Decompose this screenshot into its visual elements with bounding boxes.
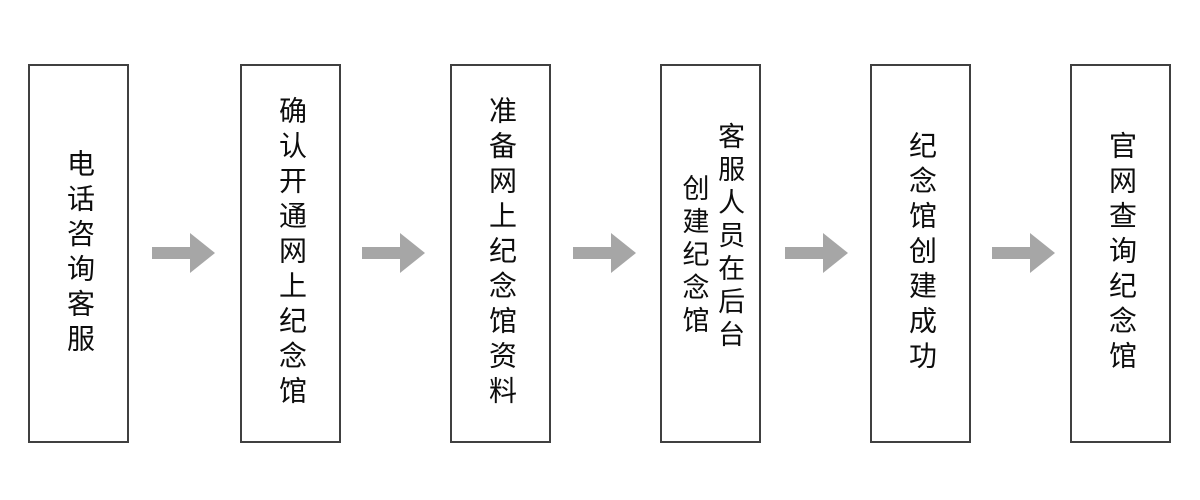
flow-node-confirm-open-online-memorial[interactable]: 确认开通网上纪念馆 bbox=[240, 64, 341, 443]
arrow-icon bbox=[573, 233, 636, 273]
arrow-icon bbox=[785, 233, 848, 273]
flow-node-label: 官网查询纪念馆 bbox=[1104, 131, 1138, 376]
arrow-glyph-icon bbox=[362, 233, 425, 273]
flow-node-prepare-memorial-materials[interactable]: 准备网上纪念馆资料 bbox=[450, 64, 551, 443]
arrow-node1-to-node2 bbox=[152, 232, 216, 274]
arrow-node3-to-node4 bbox=[573, 232, 637, 274]
flow-node-label: 客服人员在后台 bbox=[713, 122, 745, 353]
arrow-icon bbox=[992, 233, 1055, 273]
arrow-glyph-icon bbox=[992, 233, 1055, 273]
arrow-node2-to-node3 bbox=[362, 232, 426, 274]
flow-node-phone-consult-service[interactable]: 电话咨询客服 bbox=[28, 64, 129, 443]
flow-node-staff-creates-memorial-backend[interactable]: 客服人员在后台创建纪念馆 bbox=[660, 64, 761, 443]
flow-node-memorial-created-successfully[interactable]: 纪念馆创建成功 bbox=[870, 64, 971, 443]
arrow-node5-to-node6 bbox=[992, 232, 1056, 274]
flow-node-query-memorial-on-website[interactable]: 官网查询纪念馆 bbox=[1070, 64, 1171, 443]
arrow-icon bbox=[152, 233, 215, 273]
flow-node-label: 准备网上纪念馆资料 bbox=[484, 96, 518, 411]
flow-node-label: 纪念馆创建成功 bbox=[904, 131, 938, 376]
arrow-node4-to-node5 bbox=[785, 232, 849, 274]
arrow-icon bbox=[362, 233, 425, 273]
arrow-glyph-icon bbox=[785, 233, 848, 273]
flow-node-label: 电话咨询客服 bbox=[62, 148, 96, 359]
flow-node-label: 确认开通网上纪念馆 bbox=[274, 96, 308, 411]
flow-node-label: 创建纪念馆 bbox=[677, 174, 709, 339]
arrow-glyph-icon bbox=[573, 233, 636, 273]
arrow-glyph-icon bbox=[152, 233, 215, 273]
